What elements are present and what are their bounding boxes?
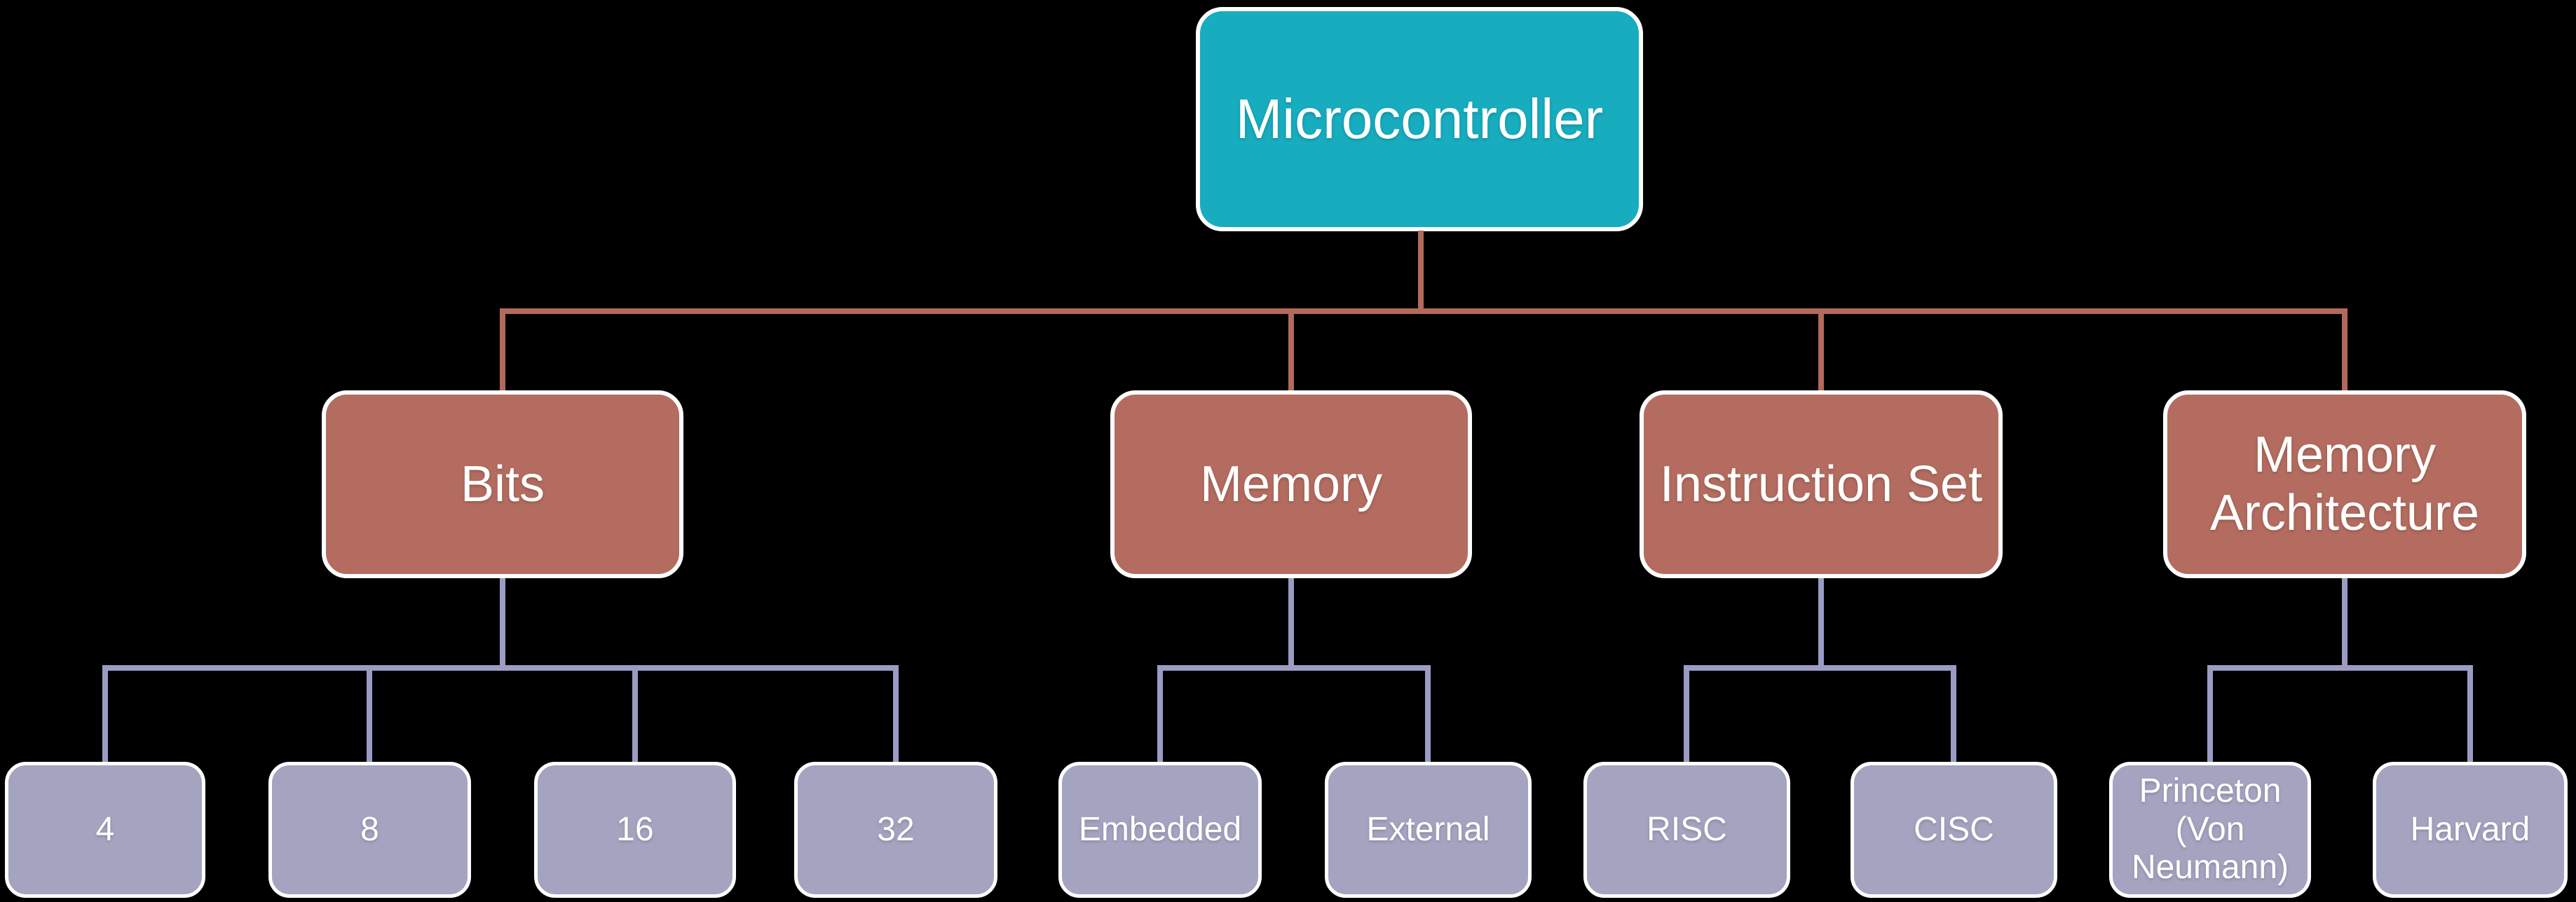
connector-level1-bus: [500, 308, 2347, 314]
node-microcontroller-label: Microcontroller: [1235, 88, 1604, 150]
connector-drop-harvard: [2467, 665, 2473, 762]
connector-bus-bits: [102, 665, 899, 671]
connector-drop-32: [893, 665, 899, 762]
connector-drop-4: [102, 665, 108, 762]
connector-drop-external: [1425, 665, 1431, 762]
node-external: External: [1325, 762, 1532, 898]
node-princeton-von-neumann: Princeton (Von Neumann): [2109, 762, 2311, 898]
node-8-label: 8: [360, 810, 379, 848]
node-memory-architecture: Memory Architecture: [2163, 390, 2526, 578]
node-16: 16: [534, 762, 736, 898]
connector-drop-16: [632, 665, 638, 762]
connector-riser-memory: [1288, 578, 1294, 671]
connector-drop-memory-architecture: [2342, 308, 2347, 390]
connector-riser-instruction-set: [1818, 578, 1824, 671]
node-32-label: 32: [877, 810, 915, 848]
connector-drop-cisc: [1951, 665, 1956, 762]
node-external-label: External: [1366, 810, 1490, 848]
connector-bus-memory: [1157, 665, 1431, 671]
node-instruction-set: Instruction Set: [1640, 390, 2003, 578]
node-embedded: Embedded: [1058, 762, 1262, 898]
node-bits: Bits: [322, 390, 683, 578]
node-embedded-label: Embedded: [1078, 810, 1242, 848]
connector-root-riser: [1418, 231, 1424, 314]
node-risc: RISC: [1583, 762, 1790, 898]
node-cisc: CISC: [1851, 762, 2057, 898]
node-memory: Memory: [1110, 390, 1472, 578]
node-32: 32: [794, 762, 997, 898]
connector-drop-embedded: [1157, 665, 1163, 762]
node-risc-label: RISC: [1647, 810, 1727, 848]
connector-riser-memory-architecture: [2342, 578, 2347, 671]
node-4: 4: [5, 762, 205, 898]
connector-riser-bits: [500, 578, 505, 671]
connector-drop-risc: [1684, 665, 1689, 762]
connector-bus-memory-architecture: [2207, 665, 2473, 671]
node-bits-label: Bits: [460, 456, 545, 512]
node-8: 8: [268, 762, 471, 898]
connector-bus-instruction-set: [1684, 665, 1956, 671]
node-microcontroller: Microcontroller: [1196, 7, 1643, 231]
node-memory-label: Memory: [1199, 456, 1382, 512]
connector-drop-bits: [500, 308, 505, 390]
node-harvard-label: Harvard: [2410, 810, 2530, 848]
connector-drop-princeton: [2207, 665, 2213, 762]
connector-drop-memory: [1288, 308, 1294, 390]
connector-drop-8: [367, 665, 372, 762]
node-memory-architecture-label: Memory Architecture: [2209, 427, 2480, 541]
connector-drop-instruction-set: [1818, 308, 1824, 390]
node-harvard: Harvard: [2373, 762, 2568, 898]
node-4-label: 4: [95, 810, 115, 848]
node-cisc-label: CISC: [1914, 810, 1994, 848]
node-princeton-von-neumann-label: Princeton (Von Neumann): [2131, 772, 2289, 887]
node-16-label: 16: [616, 810, 654, 848]
node-instruction-set-label: Instruction Set: [1659, 456, 1983, 512]
